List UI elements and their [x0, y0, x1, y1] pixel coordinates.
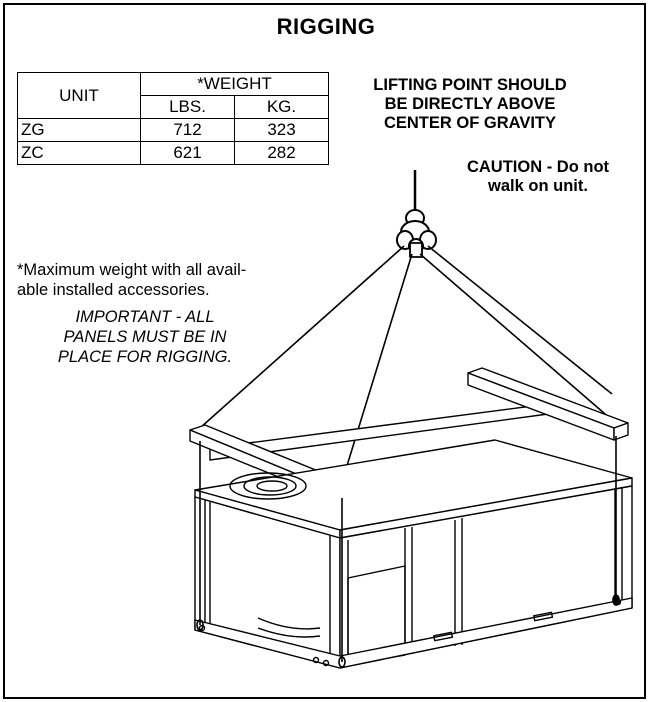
important-note: IMPORTANT - ALL PANELS MUST BE IN PLACE …: [20, 307, 270, 367]
page-title: RIGGING: [276, 14, 376, 39]
table-row: ZC 621 282: [17, 141, 329, 165]
lifting-line-1: LIFTING POINT SHOULD: [373, 76, 567, 94]
caution-line-1: CAUTION - Do not: [466, 158, 610, 176]
rooftop-unit: [194, 439, 633, 669]
important-line-2: PANELS MUST BE IN: [63, 328, 227, 346]
page-border: [3, 3, 646, 699]
weight-table: UNIT *WEIGHT LBS. KG. ZG 712 323 ZC 621 …: [17, 72, 329, 165]
caution-note: CAUTION - Do not walk on unit.: [438, 158, 638, 196]
lifting-line-3: CENTER OF GRAVITY: [383, 114, 557, 132]
max-weight-line-2: able installed accessories.: [17, 281, 210, 299]
lbs-cell: 621: [140, 141, 235, 165]
lifting-hook: [396, 170, 437, 258]
lifting-point-note: LIFTING POINT SHOULD BE DIRECTLY ABOVE C…: [340, 76, 600, 133]
kg-cell: 282: [234, 141, 329, 165]
max-weight-note: *Maximum weight with all avail- able ins…: [17, 260, 337, 300]
important-line-3: PLACE FOR RIGGING.: [57, 348, 233, 366]
table-row: ZG 712 323: [17, 118, 329, 142]
caution-line-2: walk on unit.: [488, 177, 588, 195]
table-subheader-row: LBS. KG.: [18, 95, 329, 119]
sling-drops: [196, 436, 620, 668]
sling-lines: [199, 245, 613, 483]
lbs-cell: 712: [140, 118, 235, 142]
important-line-1: IMPORTANT - ALL: [75, 308, 215, 326]
header-lbs: LBS.: [140, 95, 235, 119]
lifting-line-2: BE DIRECTLY ABOVE: [384, 95, 556, 113]
max-weight-line-1: *Maximum weight with all avail-: [17, 261, 247, 279]
